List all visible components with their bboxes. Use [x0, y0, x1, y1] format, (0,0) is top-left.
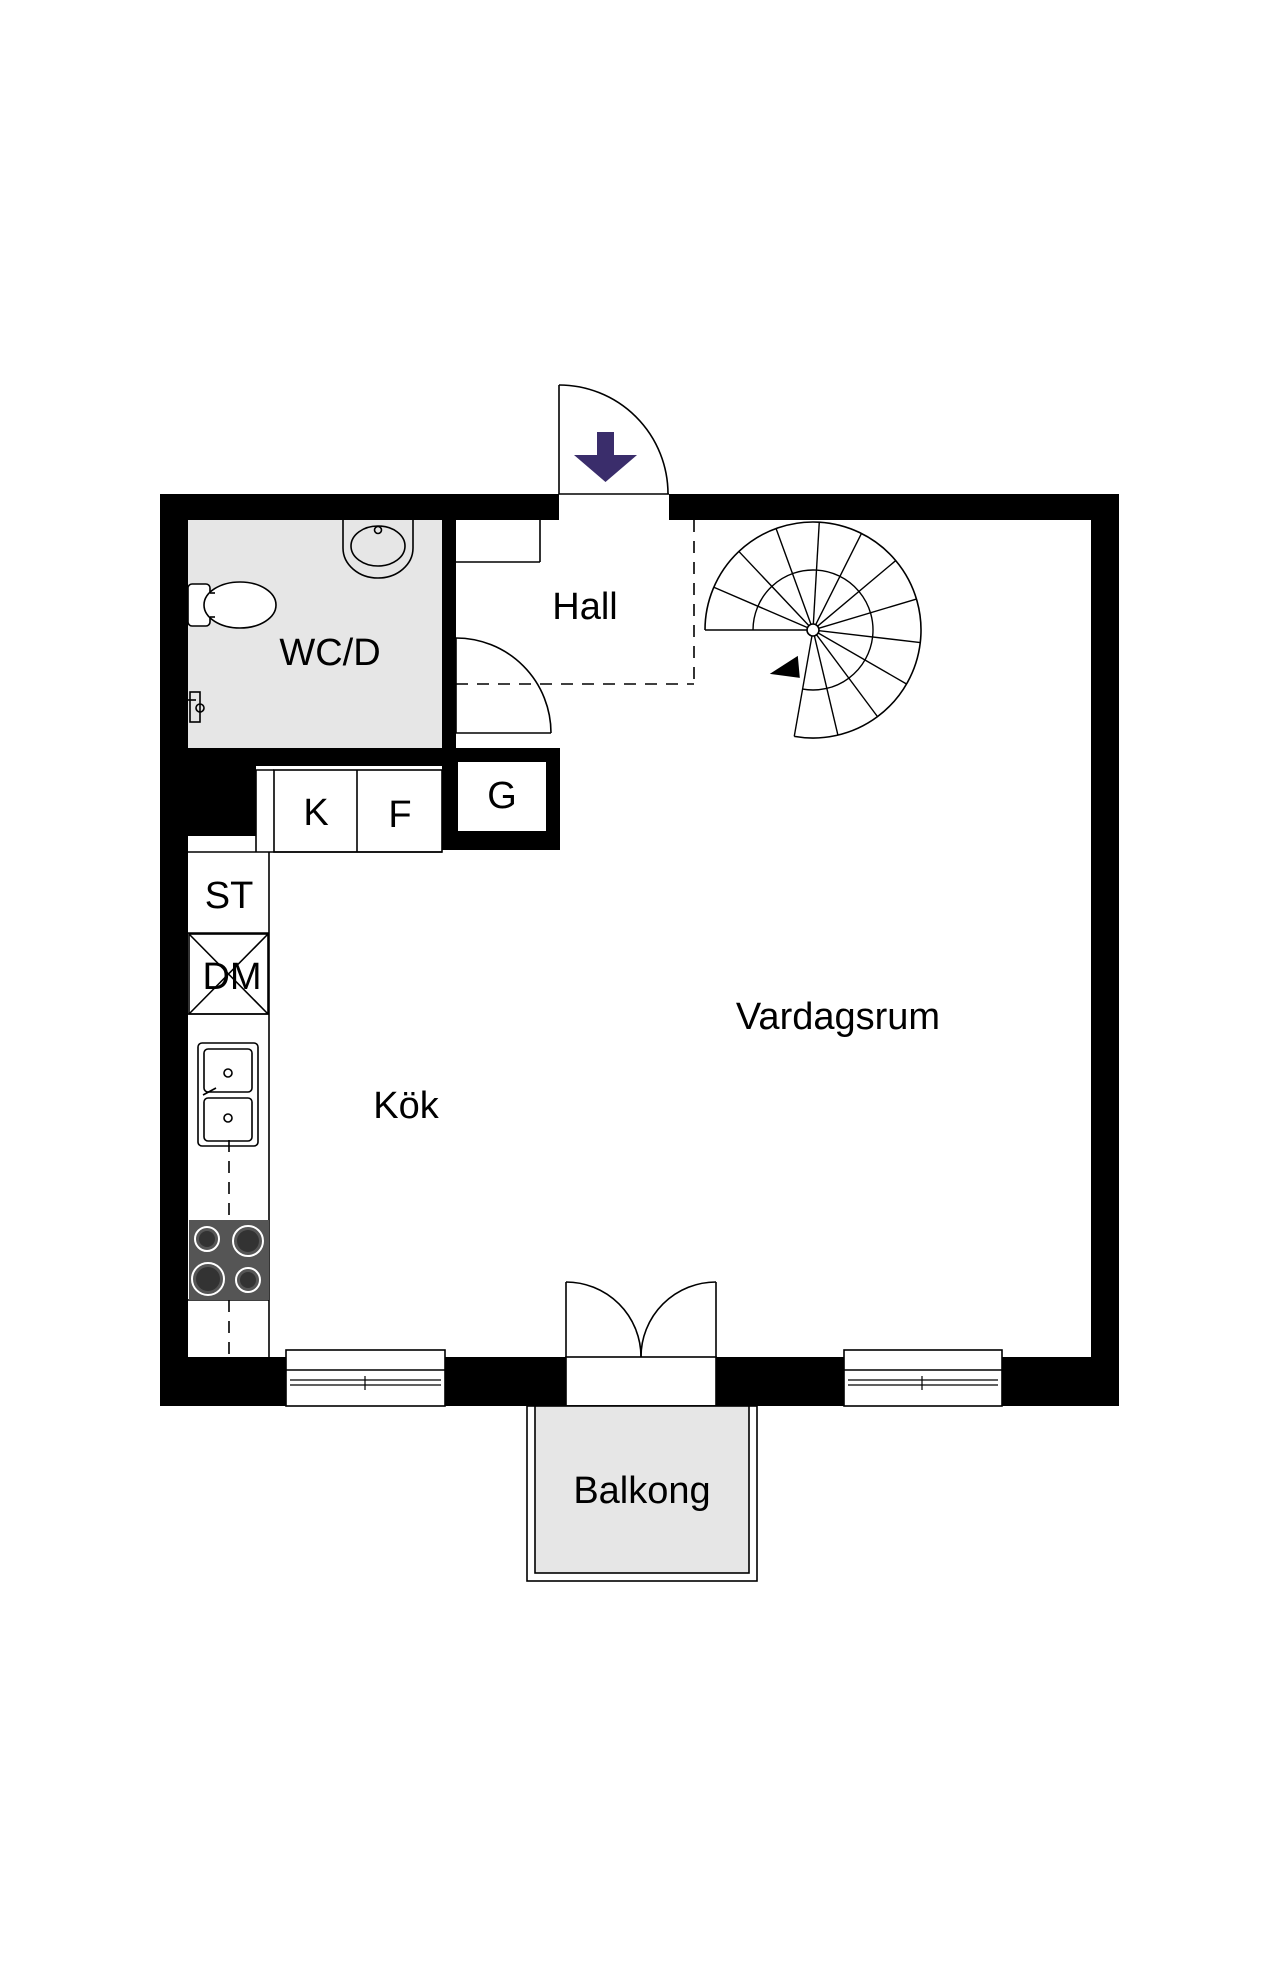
- fridge-freezer-cabinets: [255, 769, 443, 853]
- interior-walls: [188, 519, 560, 850]
- stove-icon: [189, 1220, 269, 1300]
- room-label-balkong: Balkong: [573, 1470, 710, 1512]
- entrance-door: [558, 384, 669, 495]
- room-label-vardagsrum: Vardagsrum: [736, 996, 940, 1038]
- toilet-icon: [187, 581, 277, 629]
- hall-shelf: [456, 520, 541, 563]
- entrance-arrow-icon: [574, 432, 637, 482]
- appliance-label-k: K: [303, 792, 328, 834]
- appliance-label-g: G: [487, 775, 517, 817]
- washbasin-icon: [342, 520, 414, 579]
- wc-tap-icon: [188, 691, 205, 723]
- room-label-hall: Hall: [552, 586, 617, 628]
- appliance-label-st: ST: [205, 875, 254, 917]
- kitchen-sink-icon: [197, 1042, 259, 1147]
- wc-door: [455, 637, 552, 734]
- room-label-kok: Kök: [373, 1085, 439, 1127]
- hall-boundary: [456, 520, 695, 685]
- window-right: [843, 1349, 1003, 1407]
- wc-floor: [188, 519, 453, 748]
- appliance-label-f: F: [388, 794, 411, 836]
- appliance-label-dm: DM: [202, 956, 261, 998]
- dishwasher: [188, 933, 269, 1015]
- window-left: [285, 1349, 446, 1407]
- balcony: [526, 1405, 758, 1582]
- balcony-door: [565, 1281, 717, 1407]
- outer-walls: [160, 494, 1119, 1406]
- spiral-stair-icon: [704, 521, 922, 739]
- room-label-wc: WC/D: [279, 632, 380, 674]
